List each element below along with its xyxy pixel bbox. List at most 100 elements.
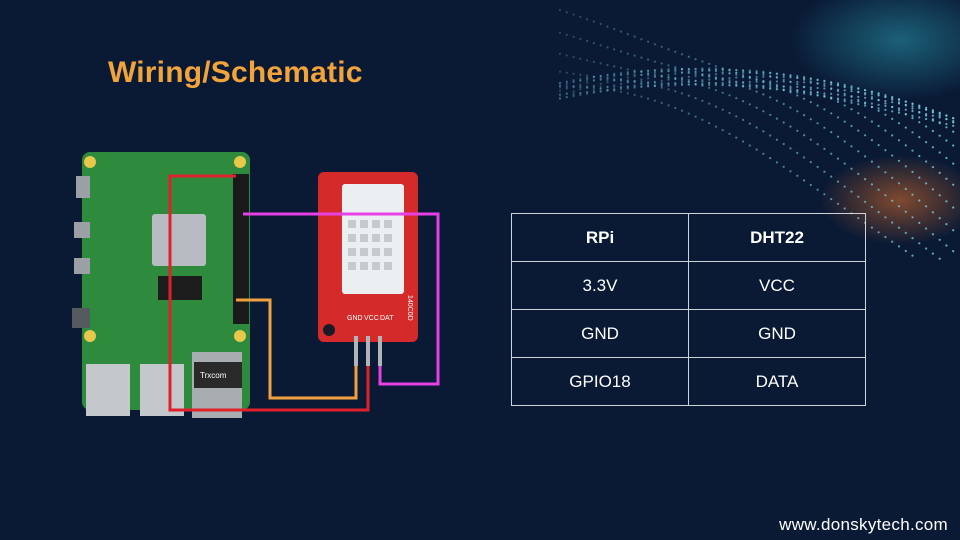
- decorative-dot: [701, 67, 704, 70]
- decorative-dot: [857, 87, 860, 90]
- decorative-dot: [579, 57, 582, 60]
- decorative-dot: [796, 151, 799, 154]
- decorative-dot: [823, 92, 826, 95]
- decorative-dot: [619, 90, 623, 93]
- decorative-dot: [755, 126, 758, 129]
- decorative-dot: [640, 78, 643, 81]
- decorative-dot: [918, 154, 921, 158]
- decorative-dot: [830, 97, 833, 100]
- decorative-dot: [592, 42, 596, 45]
- decorative-dot: [897, 101, 901, 104]
- decorative-dot: [796, 174, 799, 177]
- mount-hole: [84, 330, 96, 342]
- decorative-dot: [640, 83, 643, 86]
- decorative-dot: [816, 104, 819, 107]
- audio-port: [72, 308, 90, 328]
- decorative-dot: [911, 110, 914, 113]
- decorative-dot: [931, 114, 935, 117]
- decorative-dot: [599, 78, 602, 81]
- decorative-dot: [680, 83, 684, 86]
- decorative-dot: [897, 226, 901, 229]
- decorative-dot: [592, 79, 596, 82]
- table-row: GND GND: [511, 309, 866, 358]
- decorative-dot: [701, 73, 704, 76]
- decorative-dot: [619, 86, 623, 89]
- decorative-dot: [904, 126, 907, 129]
- decorative-dot: [721, 72, 724, 75]
- decorative-dot: [782, 88, 785, 91]
- decorative-dot: [870, 120, 874, 123]
- decorative-dot: [769, 71, 772, 74]
- decorative-dot: [884, 216, 887, 219]
- decorative-dot: [647, 72, 650, 75]
- decorative-dot: [558, 84, 562, 87]
- mount-hole: [84, 156, 96, 168]
- decorative-dot: [586, 91, 589, 94]
- hdmi-port: [74, 222, 90, 238]
- decorative-dot: [843, 92, 846, 95]
- decorative-dot: [633, 80, 636, 83]
- decorative-dot: [843, 85, 846, 89]
- decorative-dot: [680, 71, 684, 74]
- decorative-dot: [701, 80, 704, 83]
- decorative-dot: [897, 245, 901, 248]
- decorative-dot: [708, 74, 711, 77]
- decorative-dot: [830, 198, 833, 201]
- decorative-dot: [836, 89, 840, 93]
- decorative-dot: [687, 67, 690, 71]
- decorative-dot: [836, 180, 840, 183]
- decorative-dot: [870, 139, 874, 142]
- decorative-dot: [599, 87, 602, 90]
- decorative-dot: [599, 76, 602, 79]
- decorative-dot: [640, 38, 643, 41]
- decorative-dot: [721, 81, 724, 84]
- decorative-dot: [613, 65, 616, 68]
- decorative-dot: [586, 86, 589, 89]
- decorative-dot: [735, 80, 738, 83]
- decorative-dot: [850, 167, 853, 170]
- decorative-dot: [769, 85, 772, 88]
- decorative-dot: [640, 95, 643, 98]
- decorative-dot: [945, 223, 948, 226]
- decorative-dot: [884, 99, 887, 103]
- decorative-dot: [680, 68, 684, 71]
- decorative-dot: [782, 80, 785, 83]
- decorative-dot: [721, 91, 724, 94]
- decorative-dot: [884, 108, 887, 111]
- decorative-dot: [789, 85, 792, 88]
- wire-3v3-vcc: [168, 174, 370, 412]
- decorative-dot: [748, 84, 751, 87]
- decorative-dot: [782, 85, 785, 88]
- decorative-dot: [640, 85, 643, 89]
- decorative-dot: [904, 187, 907, 191]
- decorative-dot: [728, 132, 731, 135]
- decorative-dot: [836, 202, 840, 205]
- sensor-pin: [354, 336, 358, 366]
- decorative-dot: [687, 112, 690, 115]
- decorative-dot: [816, 78, 819, 81]
- decorative-dot: [952, 183, 955, 186]
- decorative-dot: [633, 81, 636, 84]
- decorative-dot: [843, 207, 846, 210]
- decorative-dot: [613, 79, 616, 82]
- decorative-dot: [565, 84, 568, 87]
- decorative-dot: [647, 85, 650, 88]
- decorative-dot: [904, 113, 907, 116]
- decorative-dot: [857, 150, 860, 153]
- decorative-dot: [667, 78, 670, 81]
- decorative-dot: [660, 45, 663, 48]
- decorative-dot: [660, 68, 663, 71]
- decorative-dot: [952, 206, 955, 209]
- decorative-dot: [816, 94, 819, 97]
- decorative-dot: [843, 83, 846, 86]
- decorative-dot: [592, 60, 596, 64]
- decorative-dot: [945, 117, 948, 121]
- decorative-dot: [714, 82, 718, 85]
- decorative-dot: [816, 188, 819, 191]
- cpu-chip: [152, 214, 206, 266]
- decorative-dot: [755, 78, 758, 82]
- decorative-dot: [952, 124, 955, 127]
- decorative-dot: [755, 148, 758, 151]
- decorative-dot: [558, 52, 562, 55]
- decorative-dot: [680, 67, 684, 70]
